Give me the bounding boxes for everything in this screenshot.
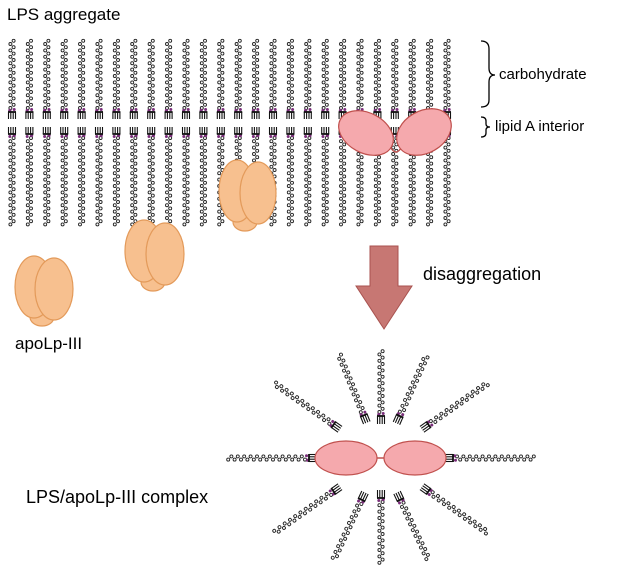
complex-lps-molecule — [419, 382, 490, 433]
carbohydrate-label: carbohydrate — [499, 66, 587, 83]
lps-molecule — [408, 38, 417, 119]
lps-molecule — [321, 38, 330, 119]
lps-molecule — [355, 38, 365, 119]
complex-lps-molecule — [445, 453, 536, 463]
lps-molecule — [112, 38, 121, 119]
lps-molecule — [129, 127, 138, 227]
complex-lps-molecule — [274, 380, 343, 433]
lps-molecule — [234, 38, 243, 119]
complex-lps-molecule — [330, 490, 369, 560]
lps-molecule — [442, 38, 452, 119]
disaggregation-arrow — [355, 245, 413, 330]
lps-molecule — [60, 127, 69, 227]
complex-lps-molecule — [392, 355, 430, 425]
lps-molecule — [286, 127, 295, 227]
lps-molecule — [181, 127, 191, 227]
lps-molecule — [251, 38, 260, 119]
lps-molecule — [112, 127, 121, 227]
lps-molecule — [42, 127, 51, 227]
lps-aggregate-label: LPS aggregate — [7, 5, 121, 24]
lps-molecule — [147, 127, 156, 227]
lps-molecule — [199, 38, 208, 119]
lps-molecule — [216, 38, 225, 119]
lps-molecule — [60, 38, 69, 119]
lps-molecule — [25, 127, 34, 227]
apolp-iii-free-2 — [124, 219, 185, 292]
lps-molecule — [199, 127, 208, 227]
lps-molecule — [425, 38, 434, 119]
complex-lps-molecule — [419, 483, 488, 536]
complex-lps-rays — [226, 349, 536, 565]
lipid-a-bracket — [480, 116, 491, 138]
complex-lps-molecule — [226, 453, 317, 463]
lps-molecule — [164, 38, 173, 119]
lps-molecule — [286, 38, 295, 119]
lps-molecule — [77, 127, 86, 227]
lps-molecule — [181, 38, 191, 119]
complex-label: LPS/apoLp-III complex — [26, 487, 209, 507]
lipid-a-interior-label: lipid A interior — [495, 118, 585, 135]
apolp-iii-label: apoLp-III — [15, 334, 83, 353]
lps-molecule — [338, 38, 347, 119]
apolp-iii-free-1 — [14, 255, 74, 327]
lps-molecule — [129, 38, 138, 119]
lps-molecule — [321, 127, 330, 227]
lps-molecule — [164, 127, 173, 227]
lps-molecule — [94, 127, 104, 227]
lps-molecule — [390, 38, 399, 119]
lps-molecule — [303, 38, 312, 119]
lps-molecule — [268, 38, 278, 119]
lps-molecule — [7, 38, 17, 119]
carbohydrate-bracket — [480, 40, 496, 108]
lps-molecule — [7, 127, 17, 227]
lps-molecule — [77, 38, 86, 119]
complex-lps-molecule — [376, 490, 386, 565]
complex-lps-molecule — [272, 483, 343, 534]
complex-lps-molecule — [337, 352, 371, 425]
lps-molecule — [373, 38, 382, 119]
lps-molecule — [25, 38, 34, 119]
lps-molecule — [94, 38, 104, 119]
apolp-iii-bound-open — [338, 108, 452, 156]
complex-apolp-iii — [314, 440, 447, 476]
lps-molecule — [303, 127, 312, 227]
disaggregation-label: disaggregation — [423, 264, 542, 284]
lps-molecule — [147, 38, 156, 119]
complex-lps-molecule — [376, 349, 386, 424]
complex-lps-molecule — [393, 490, 430, 562]
lps-molecule — [42, 38, 51, 119]
apolp-iii-inserting — [218, 159, 277, 232]
